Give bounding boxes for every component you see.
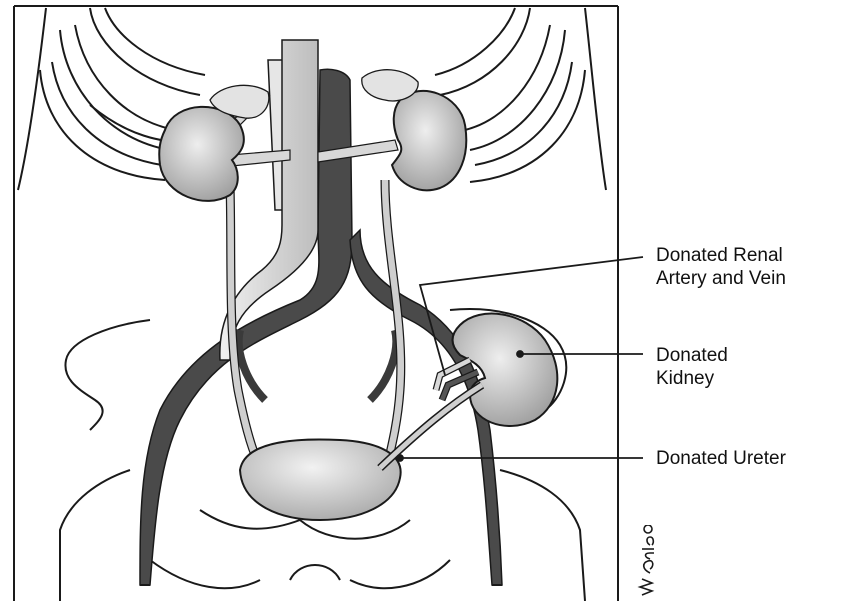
leader-dot-donated-kidney xyxy=(517,351,523,357)
leader-dot-donated-ureter xyxy=(397,455,403,461)
label-donated-kidney: Donated Kidney xyxy=(656,344,728,390)
artist-signature xyxy=(620,525,660,601)
label-donated-ureter: Donated Ureter xyxy=(656,447,786,470)
bladder xyxy=(240,439,401,520)
label-donated-renal-artery-vein: Donated Renal Artery and Vein xyxy=(656,244,786,290)
